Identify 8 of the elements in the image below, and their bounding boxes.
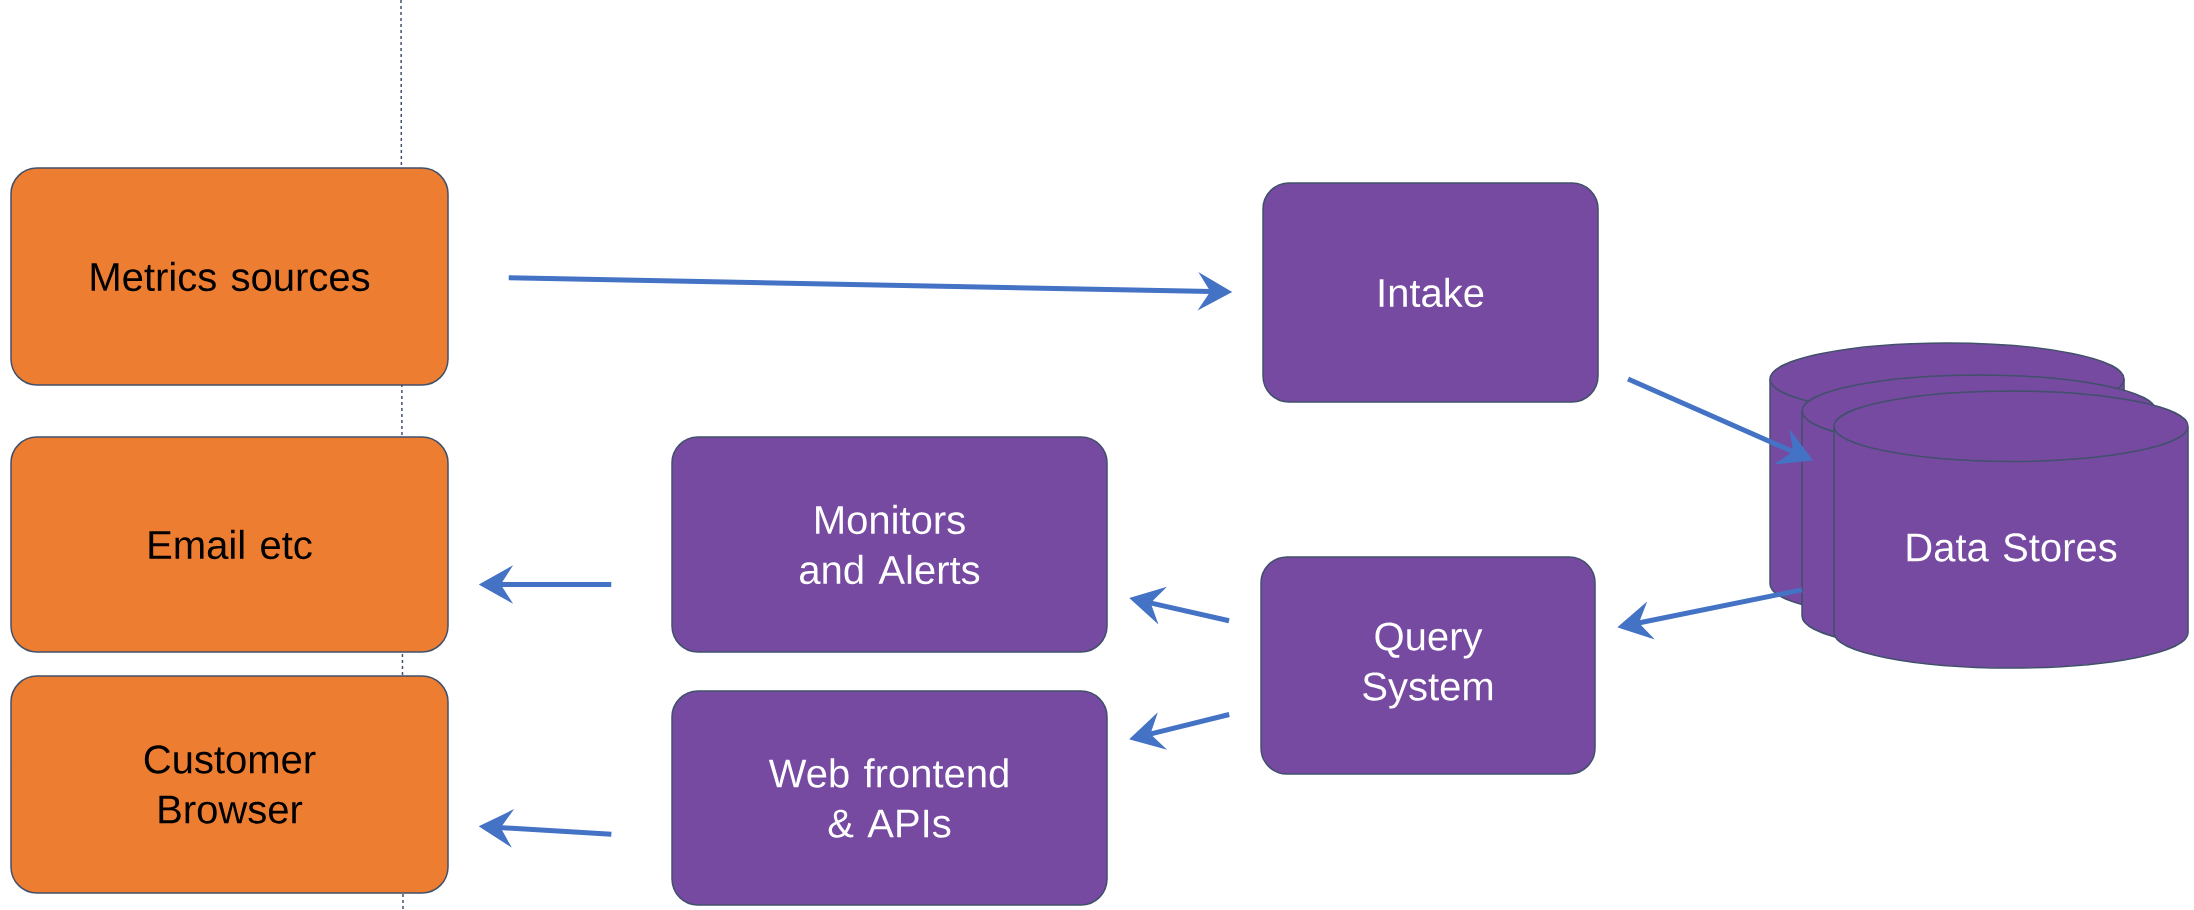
process-box: Metrics sources: [10, 167, 449, 386]
cylinder: Data Stores: [1833, 390, 2189, 669]
process-box: Intake: [1262, 182, 1599, 403]
process-box: Customer Browser: [10, 675, 449, 894]
process-box: Web frontend & APIs: [671, 690, 1108, 906]
process-box: Query System: [1260, 556, 1596, 775]
process-box: Monitors and Alerts: [671, 436, 1108, 653]
process-box: Email etc: [10, 436, 449, 653]
